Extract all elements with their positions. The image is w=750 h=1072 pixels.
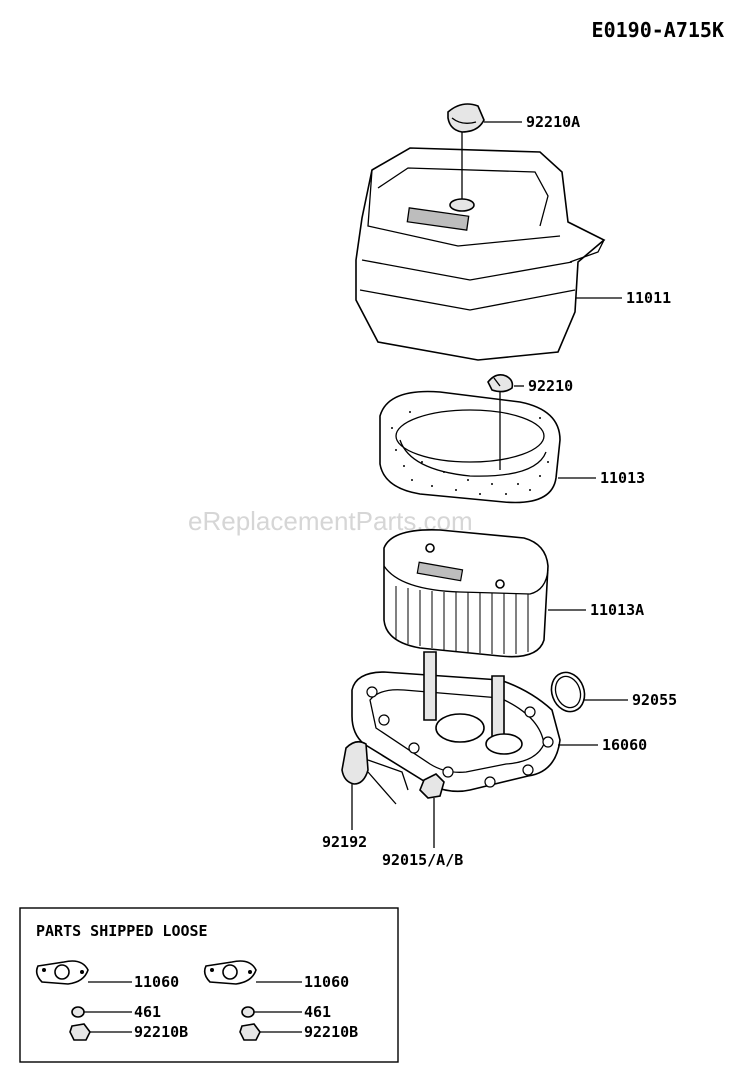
callout-nut-right: 92210B bbox=[304, 1023, 358, 1041]
nut-icon bbox=[69, 1023, 91, 1041]
callout-pre-cleaner: 11013 bbox=[600, 469, 645, 487]
callout-gasket-right: 11060 bbox=[304, 973, 349, 991]
diagram-code: E0190-A715K bbox=[592, 18, 724, 42]
nut-icon bbox=[239, 1023, 261, 1041]
callout-gasket-left: 11060 bbox=[134, 973, 179, 991]
air-cleaner-base-icon bbox=[351, 651, 561, 793]
cap-nut-icon bbox=[447, 103, 485, 133]
filter-element-icon bbox=[383, 529, 549, 658]
callout-washer-left: 461 bbox=[134, 1003, 161, 1021]
callout-wing-nut: 92210 bbox=[528, 377, 573, 395]
loose-parts-box bbox=[19, 907, 399, 1063]
callout-base: 16060 bbox=[602, 736, 647, 754]
callout-base-nut: 92015/A/B bbox=[382, 851, 463, 869]
base-nut-icon bbox=[419, 773, 445, 799]
washer-icon bbox=[71, 1006, 85, 1018]
gasket-icon bbox=[35, 960, 89, 985]
callout-cap-nut: 92210A bbox=[526, 113, 580, 131]
callout-hose: 92192 bbox=[322, 833, 367, 851]
callout-cover: 11011 bbox=[626, 289, 671, 307]
callout-filter: 11013A bbox=[590, 601, 644, 619]
breather-hose-icon bbox=[341, 740, 409, 805]
o-ring-icon bbox=[550, 671, 586, 713]
pre-cleaner-icon bbox=[379, 390, 561, 504]
air-cleaner-cover-icon bbox=[355, 132, 606, 361]
callout-nut-left: 92210B bbox=[134, 1023, 188, 1041]
callout-o-ring: 92055 bbox=[632, 691, 677, 709]
wing-nut-icon bbox=[487, 374, 514, 393]
gasket-icon bbox=[203, 960, 257, 985]
callout-washer-right: 461 bbox=[304, 1003, 331, 1021]
washer-icon bbox=[241, 1006, 255, 1018]
loose-parts-title: PARTS SHIPPED LOOSE bbox=[36, 922, 208, 940]
